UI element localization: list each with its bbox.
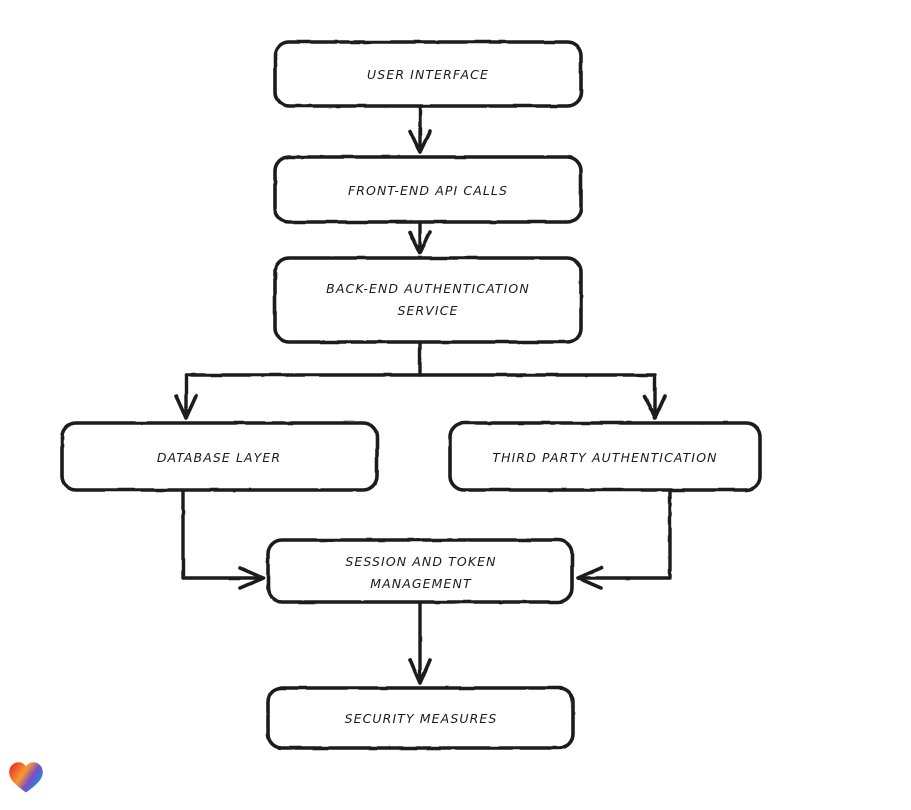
node-third-party-authentication[interactable]: THIRD PARTY AUTHENTICATION: [448, 421, 762, 492]
node-session-and-token-management-shape: [266, 538, 574, 604]
node-user-interface-label: USER INTERFACE: [367, 67, 489, 82]
edge-api-to-backend: [408, 220, 432, 255]
edge-backend-to-database: [174, 373, 198, 420]
node-session-and-token-management-label-line2: MANAGEMENT: [370, 576, 472, 591]
node-session-and-token-management-label-line1: SESSION AND TOKEN: [345, 554, 496, 569]
node-third-party-authentication-label: THIRD PARTY AUTHENTICATION: [492, 450, 717, 465]
node-front-end-api-calls[interactable]: FRONT-END API CALLS: [273, 155, 583, 224]
heart-logo-shape: [9, 762, 43, 793]
edge-backend-branch-stem: [184, 340, 657, 377]
node-session-and-token-management[interactable]: SESSION AND TOKEN MANAGEMENT: [266, 538, 574, 604]
node-database-layer-label: DATABASE LAYER: [157, 450, 281, 465]
node-front-end-api-calls-label: FRONT-END API CALLS: [348, 183, 508, 198]
node-security-measures-label: SECURITY MEASURES: [345, 711, 498, 726]
node-back-end-authentication-service-label-line1: BACK-END AUTHENTICATION: [326, 281, 530, 296]
node-front-end-api-calls-shape: [273, 155, 583, 224]
node-third-party-authentication-shape: [448, 421, 762, 492]
connector-group: [174, 104, 672, 685]
edge-ui-to-api: [408, 104, 432, 154]
node-user-interface-shape: [273, 40, 583, 108]
edge-backend-to-thirdparty: [643, 373, 667, 420]
node-group: USER INTERFACE FRONT-END API CALLS BACK-…: [60, 40, 762, 750]
node-database-layer[interactable]: DATABASE LAYER: [60, 421, 379, 492]
node-back-end-authentication-service-shape: [273, 256, 583, 344]
edge-database-to-session: [181, 488, 265, 590]
node-database-layer-shape: [60, 421, 379, 492]
node-back-end-authentication-service[interactable]: BACK-END AUTHENTICATION SERVICE: [273, 256, 583, 344]
edge-session-to-security: [408, 600, 432, 685]
node-security-measures-shape: [266, 686, 575, 750]
edge-thirdparty-to-session: [576, 488, 672, 590]
node-user-interface[interactable]: USER INTERFACE: [273, 40, 583, 108]
heart-logo: [9, 762, 43, 793]
node-back-end-authentication-service-label-line2: SERVICE: [397, 303, 458, 318]
node-security-measures[interactable]: SECURITY MEASURES: [266, 686, 575, 750]
